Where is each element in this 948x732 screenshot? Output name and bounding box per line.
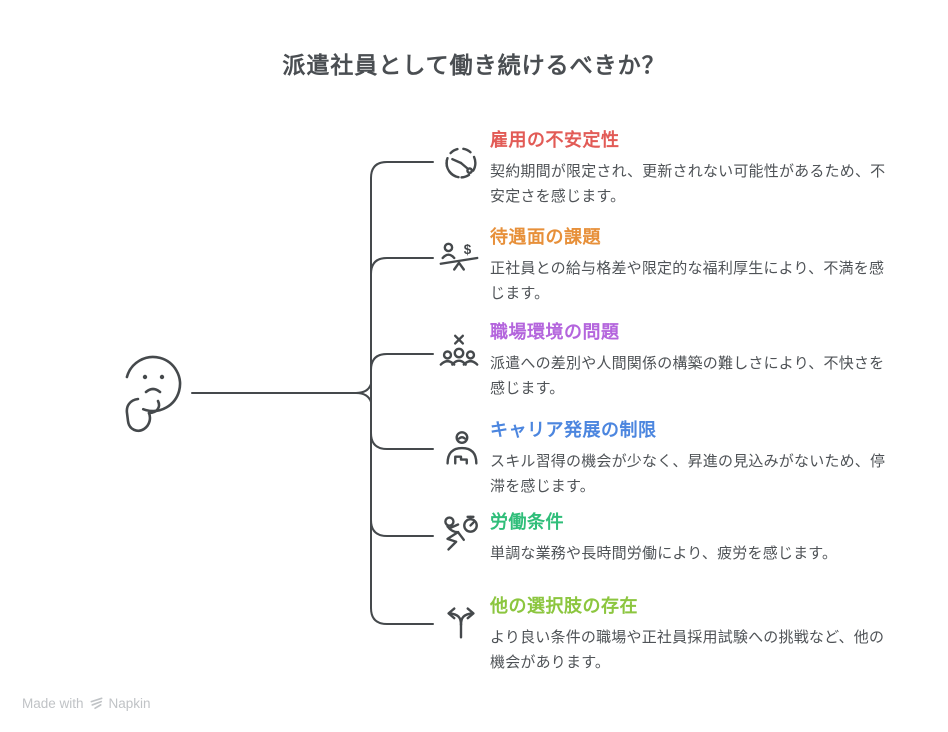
branch-career-limitation: キャリア発展の制限 スキル習得の機会が少なく、昇進の見込みがないため、停滞を感じ… (490, 416, 890, 499)
napkin-logo-icon (90, 697, 103, 710)
dashed-clock-icon (438, 140, 484, 186)
fork-arrows-icon (438, 599, 484, 645)
branch-workplace-environment: 職場環境の問題 派遣への差別や人間関係の構築の難しさにより、不快さを感じます。 (490, 318, 890, 401)
branch-title: 待遇面の課題 (490, 227, 601, 247)
made-with-label: Made with (22, 696, 84, 711)
svg-text:$: $ (464, 242, 472, 257)
made-with-napkin-credit[interactable]: Made with Napkin (22, 696, 151, 711)
branch-description: 正社員との給与格差や限定的な福利厚生により、不満を感じます。 (490, 260, 885, 302)
branch-title: 他の選択肢の存在 (490, 596, 638, 616)
branch-description: より良い条件の職場や正社員採用試験への挑戦など、他の機会があります。 (490, 629, 885, 671)
page-title: 派遣社員として働き続けるべきか？ (282, 52, 666, 78)
person-at-desk-icon (438, 427, 484, 473)
person-money-balance-icon: $ (436, 242, 482, 281)
branch-compensation-issues: 待遇面の課題 正社員との給与格差や限定的な福利厚生により、不満を感じます。 (490, 223, 890, 306)
branch-description: 契約期間が限定され、更新されない可能性があるため、不安定さを感じます。 (490, 163, 886, 205)
running-stopwatch-icon (436, 513, 482, 559)
napkin-brand-label: Napkin (108, 696, 151, 711)
branch-employment-instability: 雇用の不安定性 契約期間が限定され、更新されない可能性があるため、不安定さを感じ… (490, 126, 890, 209)
branch-other-options: 他の選択肢の存在 より良い条件の職場や正社員採用試験への挑戦など、他の機会があり… (490, 592, 890, 675)
branch-title: 労働条件 (490, 512, 564, 532)
people-group-x-icon (436, 331, 482, 377)
branch-description: 派遣への差別や人間関係の構築の難しさにより、不快さを感じます。 (490, 355, 885, 397)
branch-description: 単調な業務や長時間労働により、疲労を感じます。 (490, 545, 838, 562)
thinking-face-icon (124, 355, 182, 433)
branch-title: 雇用の不安定性 (490, 130, 620, 150)
branch-working-conditions: 労働条件 単調な業務や長時間労働により、疲労を感じます。 (490, 508, 890, 566)
branch-title: キャリア発展の制限 (490, 420, 657, 440)
branch-description: スキル習得の機会が少なく、昇進の見込みがないため、停滞を感じます。 (490, 453, 886, 495)
branch-title: 職場環境の問題 (490, 322, 620, 342)
